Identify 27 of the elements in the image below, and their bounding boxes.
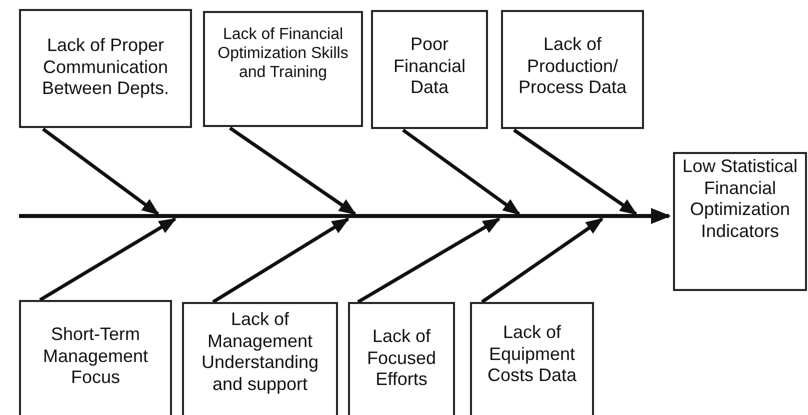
box-label: Short-Term Management Focus	[42, 324, 150, 389]
box-label: Lack of Equipment Costs Data	[486, 322, 578, 387]
cause-arrow	[229, 126, 356, 216]
box-label: Lack of Management Understanding and support	[200, 309, 320, 396]
cause-arrow	[481, 218, 604, 304]
cause-box	[19, 9, 192, 128]
effect-box	[673, 152, 807, 291]
box-label: Lack of Financial Optimization Skills and Training	[216, 25, 350, 83]
cause-arrow	[513, 128, 638, 216]
box-label: Lack of Proper Communication Between Depts.	[40, 35, 170, 100]
spine-arrow	[19, 208, 671, 224]
cause-arrow	[39, 218, 176, 302]
box-label: Poor Financial Data	[392, 34, 467, 99]
cause-arrow	[357, 218, 500, 304]
cause-box	[19, 300, 172, 415]
cause-box	[371, 10, 488, 129]
cause-arrow	[402, 128, 520, 216]
box-label: Lack of Production/ Process Data	[517, 34, 628, 99]
box-label: Lack of Focused Efforts	[366, 326, 438, 391]
cause-box	[470, 302, 594, 415]
cause-arrow	[212, 218, 350, 304]
cause-box	[501, 10, 644, 129]
cause-box	[203, 11, 363, 127]
cause-box	[348, 302, 455, 415]
cause-box	[182, 302, 338, 415]
box-label: Low Statistical Financial Optimization Indicators	[681, 156, 799, 242]
cause-arrow	[42, 128, 160, 216]
